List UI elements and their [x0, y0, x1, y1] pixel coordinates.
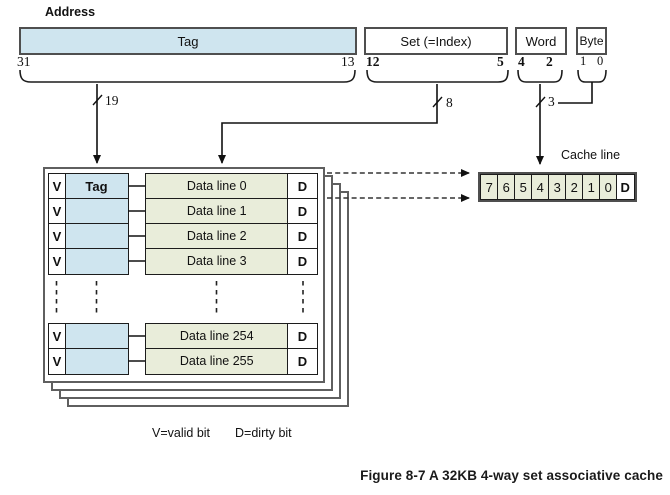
- figure-caption: Figure 8-7 A 32KB 4-way set associative …: [360, 468, 663, 483]
- data-line-cell: Data line 2: [145, 223, 289, 250]
- tag-slash: [92, 94, 103, 106]
- tag-cell: Tag: [64, 173, 129, 200]
- tag-field: Tag: [19, 27, 357, 55]
- address-label: Address: [45, 5, 96, 19]
- tag-width-label: 19: [105, 93, 119, 108]
- bit-number-31: 31: [17, 54, 31, 69]
- tag-cell: [64, 323, 129, 350]
- tag-field-label: Tag: [177, 33, 199, 49]
- byte-brace: [577, 69, 607, 83]
- byte-field: Byte: [576, 27, 607, 55]
- dirty-bit-cell: D: [287, 348, 318, 375]
- dirty-bit-cell: D: [287, 248, 318, 275]
- cache-line-dirty-cell: D: [616, 174, 635, 200]
- word-brace: [517, 69, 563, 83]
- cache-line-word-cell: 5: [514, 174, 533, 200]
- bit-number-13: 13: [341, 54, 355, 69]
- tag-cell: [64, 348, 129, 375]
- byte-field-label: Byte: [579, 34, 604, 48]
- legend: V=valid bit D=dirty bit: [152, 426, 292, 440]
- cache-line-word-cell: 0: [599, 174, 618, 200]
- bit-number-4: 4: [518, 54, 525, 69]
- cache-line-box: 7 6 5 4 3 2 1 0 D: [478, 172, 637, 202]
- tag-brace: [19, 69, 356, 83]
- valid-bit-cell: V: [48, 348, 66, 375]
- bit-number-12: 12: [366, 54, 380, 69]
- set-brace: [366, 69, 509, 83]
- data-line-cell: Data line 255: [145, 348, 289, 375]
- cache-line-label: Cache line: [561, 148, 621, 162]
- bus-width-slashes: [92, 94, 546, 108]
- valid-bit-cell: V: [48, 323, 66, 350]
- word-field-label: Word: [525, 33, 557, 49]
- valid-bit-cell: V: [48, 248, 66, 275]
- set-slash: [432, 96, 443, 108]
- bit-number-5: 5: [497, 54, 504, 69]
- legend-dirty-bit: D=dirty bit: [235, 426, 292, 440]
- valid-bit-cell: V: [48, 173, 66, 200]
- dirty-bit-cell: D: [287, 173, 318, 200]
- valid-bit-cell: V: [48, 223, 66, 250]
- cache-line-word-cell: 4: [531, 174, 550, 200]
- tag-cell: [64, 223, 129, 250]
- data-line-cell: Data line 3: [145, 248, 289, 275]
- data-line-cell: Data line 0: [145, 173, 289, 200]
- set-width-label: 8: [446, 95, 453, 110]
- set-field-label: Set (=Index): [400, 33, 472, 49]
- dirty-bit-cell: D: [287, 198, 318, 225]
- set-field: Set (=Index): [364, 27, 508, 55]
- bit-number-1: 1: [580, 54, 587, 68]
- valid-bit-cell: V: [48, 198, 66, 225]
- data-line-cell: Data line 254: [145, 323, 289, 350]
- field-braces: [19, 69, 607, 83]
- cache-line-word-cell: 7: [480, 174, 499, 200]
- cache-line-word-cell: 1: [582, 174, 601, 200]
- bit-number-0: 0: [597, 54, 604, 68]
- set-arrow: [218, 84, 438, 164]
- dirty-bit-cell: D: [287, 223, 318, 250]
- cache-line-word-cell: 2: [565, 174, 584, 200]
- tag-cell: [64, 248, 129, 275]
- bit-number-2: 2: [546, 54, 553, 69]
- data-line-cell: Data line 1: [145, 198, 289, 225]
- address-arrows: [93, 82, 593, 165]
- word-width-label: 3: [548, 94, 555, 109]
- word-slash: [535, 96, 546, 108]
- tag-cell: [64, 198, 129, 225]
- cache-line-word-cell: 6: [497, 174, 516, 200]
- cache-line-word-cell: 3: [548, 174, 567, 200]
- dirty-bit-cell: D: [287, 323, 318, 350]
- byte-connector: [558, 82, 593, 104]
- legend-valid-bit: V=valid bit: [152, 426, 211, 440]
- word-field: Word: [515, 27, 567, 55]
